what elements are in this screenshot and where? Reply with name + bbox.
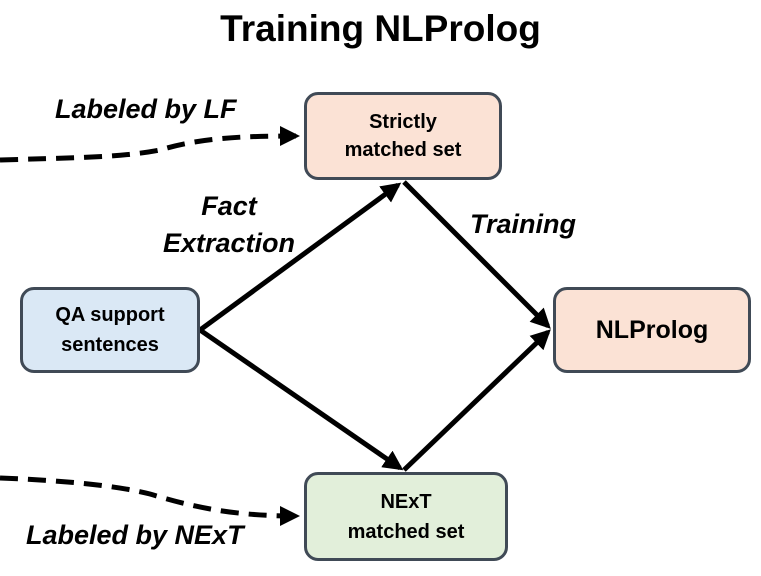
next-matched-set-node: NExT matched set — [304, 472, 508, 561]
dashed-arrow-next — [0, 475, 300, 526]
strictly-matched-set-node: Strictly matched set — [304, 92, 502, 180]
dashed-arrow-lf — [0, 126, 300, 163]
labeled-by-next-label: Labeled by NExT — [26, 520, 244, 550]
next-matched-set-label: NExT matched set — [347, 490, 465, 543]
arrow-qa-to-strict — [198, 182, 402, 333]
arrow-qa-to-next — [198, 327, 404, 471]
labeled-by-lf-label: Labeled by LF — [55, 94, 237, 124]
training-label: Training — [470, 209, 577, 239]
fact-extraction-label: Fact Extraction — [163, 191, 296, 258]
arrow-next-to-nlprolog — [402, 329, 551, 472]
nlprolog-node: NLProlog — [553, 287, 751, 373]
qa-support-sentences-node: QA support sentences — [20, 287, 200, 373]
nlprolog-label: NLProlog — [595, 315, 709, 344]
arrow-strict-to-nlprolog — [402, 180, 551, 329]
strictly-matched-set-label: Strictly matched set — [344, 111, 462, 161]
diagram-title: Training NLProlog — [220, 8, 541, 49]
qa-support-sentences-label: QA support sentences — [55, 304, 165, 356]
